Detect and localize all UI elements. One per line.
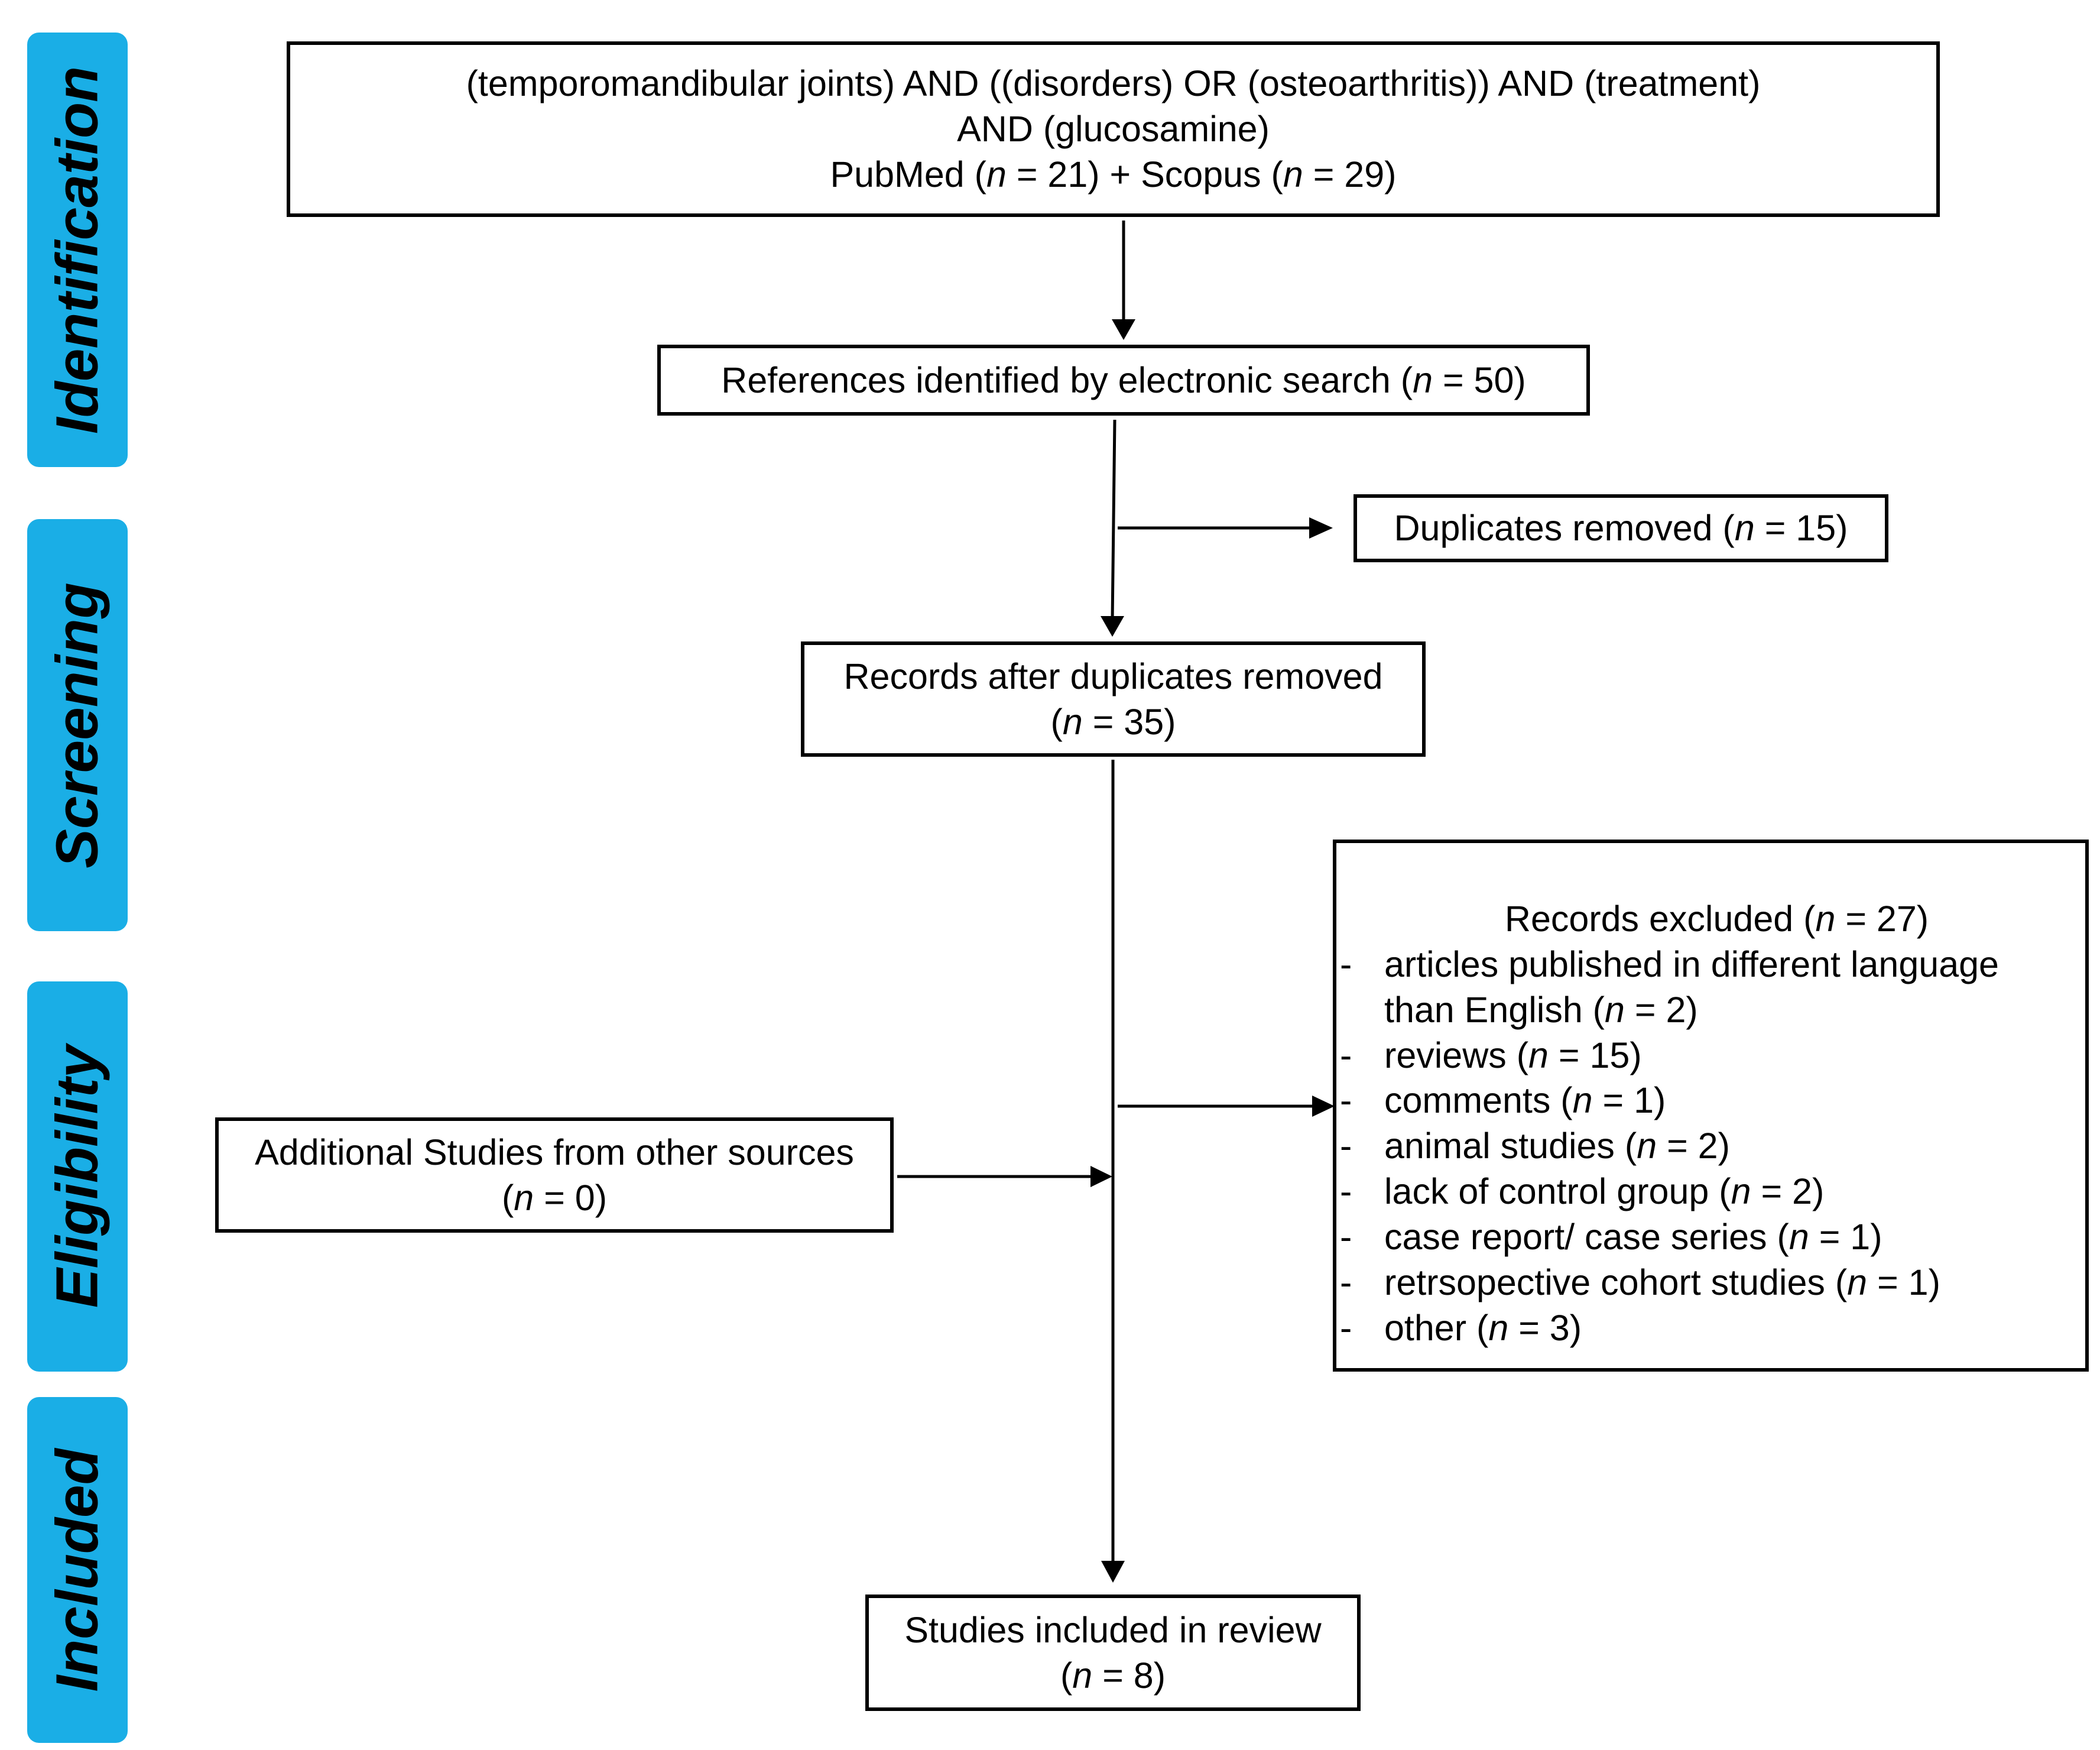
additional-label: Additional Studies from other sources <box>255 1132 854 1172</box>
arrowhead-identified <box>1112 319 1135 340</box>
identified-label: References identified by electronic sear… <box>721 359 1526 400</box>
search-query-line1: (temporomandibular joints) AND ((disorde… <box>466 63 1761 104</box>
arrowhead-included <box>1101 1561 1125 1583</box>
stage-tab-screening: Screening <box>27 519 128 931</box>
included-count: (n = 8) <box>1060 1655 1166 1696</box>
excluded-reason-3: -animal studies (n = 2) <box>1340 1126 1730 1166</box>
stage-tab-included: Included <box>27 1397 128 1743</box>
excluded-title: Records excluded (n = 27) <box>1504 899 1929 939</box>
excluded-reason-6: -retrsopective cohort studies (n = 1) <box>1340 1262 1940 1302</box>
excluded-reason-0: -articles published in different languag… <box>1340 944 1999 1030</box>
excluded-reason-7: -other (n = 3) <box>1340 1307 1582 1348</box>
excluded-box: Records excluded (n = 27) -articles publ… <box>1333 840 2089 1372</box>
identified-box: References identified by electronic sear… <box>657 345 1590 416</box>
excluded-reason-4: -lack of control group (n = 2) <box>1340 1171 1825 1212</box>
stage-tab-eligibility: Eligibility <box>27 981 128 1372</box>
after-duplicates-count: (n = 35) <box>1050 701 1176 742</box>
arrowhead-after-duplicates <box>1101 616 1124 637</box>
after-duplicates-box: Records after duplicates removed (n = 35… <box>801 641 1426 757</box>
duplicates-label: Duplicates removed (n = 15) <box>1394 508 1848 549</box>
arrowhead-excluded <box>1312 1096 1335 1117</box>
excluded-reason-1: -reviews (n = 15) <box>1340 1035 1642 1075</box>
excluded-reason-2: -comments (n = 1) <box>1340 1080 1666 1121</box>
arrowhead-additional <box>1090 1166 1112 1187</box>
included-label: Studies included in review <box>904 1609 1322 1650</box>
after-duplicates-label: Records after duplicates removed <box>843 656 1383 696</box>
additional-box: Additional Studies from other sources (n… <box>215 1117 894 1233</box>
search-query-counts: PubMed (n = 21) + Scopus (n = 29) <box>830 154 1397 195</box>
duplicates-box: Duplicates removed (n = 15) <box>1354 494 1888 562</box>
stage-tab-identification: Identification <box>27 33 128 467</box>
search-query-box: (temporomandibular joints) AND ((disorde… <box>287 41 1940 217</box>
arrow-identified-to-after-duplicates <box>1111 419 1116 621</box>
excluded-reason-5: -case report/ case series (n = 1) <box>1340 1217 1882 1258</box>
search-query-line2: AND (glucosamine) <box>957 109 1270 150</box>
additional-count: (n = 0) <box>501 1177 608 1218</box>
included-box: Studies included in review (n = 8) <box>865 1595 1361 1711</box>
arrowhead-duplicates <box>1309 517 1333 539</box>
